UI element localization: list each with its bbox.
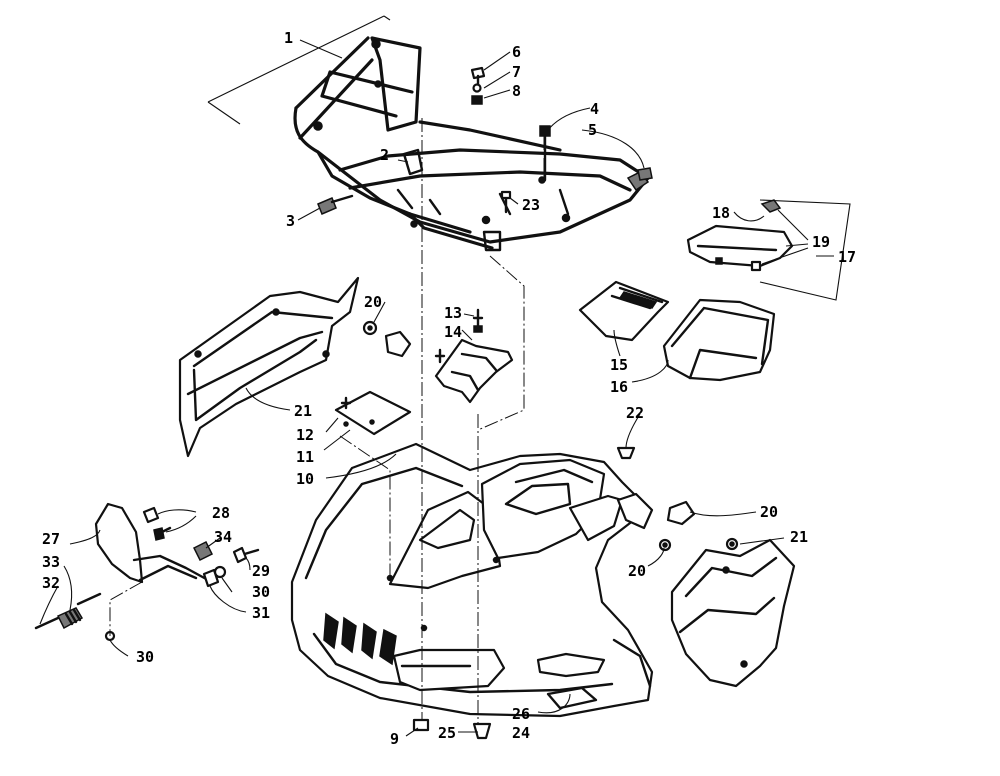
callout-3: 3 <box>286 212 295 230</box>
callout-21-right: 21 <box>790 528 808 546</box>
callout-14: 14 <box>444 323 462 341</box>
callout-9: 9 <box>390 730 399 748</box>
right-side-panel <box>670 538 796 688</box>
callout-25: 25 <box>438 724 456 742</box>
decal-pad <box>334 390 412 436</box>
callout-11: 11 <box>296 448 314 466</box>
callout-13: 13 <box>444 304 462 322</box>
callout-29: 29 <box>252 562 270 580</box>
callout-15: 15 <box>610 356 628 374</box>
callout-30-bottom: 30 <box>136 648 154 666</box>
callout-22: 22 <box>626 404 644 422</box>
callout-20-right-mid: 20 <box>628 562 646 580</box>
front-rack <box>293 36 650 252</box>
callout-32: 32 <box>42 574 60 592</box>
callout-33: 33 <box>42 553 60 571</box>
callout-34: 34 <box>214 528 232 546</box>
front-body-panel <box>290 442 654 718</box>
callout-2: 2 <box>380 146 389 164</box>
misc-fasteners <box>412 446 636 740</box>
callout-21-left: 21 <box>294 402 312 420</box>
callout-6: 6 <box>512 43 521 61</box>
storage-box <box>578 280 776 382</box>
callout-5: 5 <box>588 121 597 139</box>
center-bracket <box>434 308 514 404</box>
callout-31: 31 <box>252 604 270 622</box>
callout-1: 1 <box>284 29 293 47</box>
callout-10: 10 <box>296 470 314 488</box>
grommets <box>362 320 739 552</box>
callout-12: 12 <box>296 426 314 444</box>
callout-26: 26 <box>512 705 530 723</box>
callout-8: 8 <box>512 82 521 100</box>
callout-27: 27 <box>42 530 60 548</box>
leader-lines <box>39 39 834 737</box>
callout-19: 19 <box>812 233 830 251</box>
rack-hardware <box>317 66 653 215</box>
callout-20-left: 20 <box>364 293 382 311</box>
callout-18: 18 <box>712 204 730 222</box>
callout-16: 16 <box>610 378 628 396</box>
callout-20-right-top: 20 <box>760 503 778 521</box>
callout-labels: 1 2 3 4 5 6 7 8 9 10 11 12 13 14 15 16 1… <box>42 29 856 748</box>
group-brackets <box>207 15 851 301</box>
left-side-panel <box>178 276 360 458</box>
headlight-bracket <box>34 502 260 642</box>
callout-24: 24 <box>512 724 530 742</box>
callout-17: 17 <box>838 248 856 266</box>
callout-23: 23 <box>522 196 540 214</box>
alignment-lines <box>109 118 545 724</box>
callout-30-right: 30 <box>252 583 270 601</box>
callout-28: 28 <box>212 504 230 522</box>
callout-7: 7 <box>512 63 521 81</box>
callout-4: 4 <box>590 100 599 118</box>
